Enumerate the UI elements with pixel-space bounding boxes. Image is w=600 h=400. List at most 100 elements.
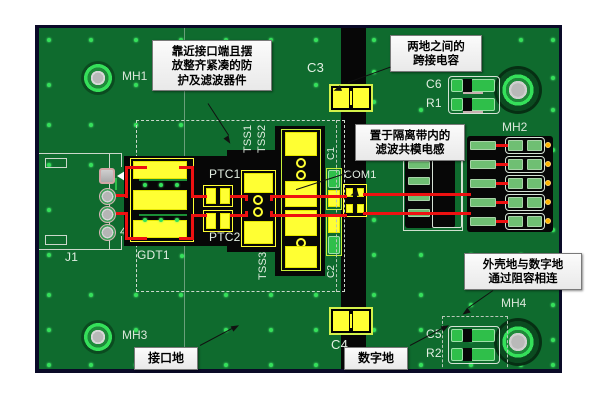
com1-outline [343,184,367,217]
c5-r2-area-outline [442,316,508,369]
trace-j1-a [116,194,128,197]
c6-pad-right [471,79,495,92]
via [175,183,179,187]
j1-pin3-pad [99,206,116,223]
trace-c1-com1 [331,195,347,198]
right-via [545,161,551,167]
via [89,123,93,127]
trace-gdt-dn [191,214,194,240]
trace-tss3-k-b [270,211,273,217]
via [47,293,51,297]
right-trace [496,182,508,185]
via [224,363,228,367]
right-via [545,218,551,224]
smd-pad [527,197,542,208]
trace-gdt-top [179,166,194,169]
mounting-hole-mh4 [494,318,542,366]
mounting-hole-mh2 [494,66,542,114]
via [269,363,273,367]
via [551,108,555,112]
c1-outline [326,168,342,210]
via [551,338,555,342]
c5-body [463,329,472,342]
r1-trace [463,111,483,113]
via [47,363,51,367]
mounting-hole-mh3 [81,320,115,354]
tss1-pad-top [285,132,317,156]
via [89,38,93,42]
callout-cross-ground-cap: 两地之间的 跨接电容 [390,35,482,72]
c3-designator: C3 [307,60,325,75]
via [89,163,93,167]
c2-pad-bot [328,236,340,254]
smd-pad [508,159,523,170]
c4-plate-right [353,311,369,331]
c4-bar-b [354,314,356,328]
callout-protection-filter: 靠近接口端且摆 放整齐紧凑的防 护及滤波器件 [152,40,272,92]
via [89,293,93,297]
gdt1-pad-3 [133,220,187,238]
smd-pad [508,216,523,227]
com1-pad-2 [357,188,364,197]
ptc1-pad-a [206,188,216,204]
mh2-label: MH2 [502,120,528,134]
c4-bar-a [350,314,352,328]
via [372,70,376,74]
callout-common-mode-choke: 置于隔离带内的 滤波共模电感 [355,124,465,161]
c1-pad-bot [328,190,340,207]
com1-pad-3 [346,204,353,213]
smd-pad [527,178,542,189]
mh1-label: MH1 [122,69,148,83]
tss3-coil-glyph [253,195,263,217]
via [469,303,473,307]
via [419,108,423,112]
via [180,254,184,258]
c5-r2-outline [448,326,500,364]
c6-body [463,79,472,92]
smd-pad [470,217,496,226]
tss1-pad-bot [285,181,317,207]
right-trace [496,201,508,204]
via [419,253,423,257]
tss1-designator: TSS1 [242,124,254,153]
via [47,123,51,127]
com1-pad-4 [357,204,364,213]
pcb-board: MH1 MH2 MH3 MH4 J1 4 [35,25,562,373]
gdt1-sep-bot [139,214,187,216]
pin4-label: 4 [120,226,126,238]
trace-right-long-b [363,212,471,215]
gdt1-designator: GDT1 [137,248,170,262]
smd-pad [508,197,523,208]
via [372,293,376,297]
via [519,38,523,42]
trace-tss-c2 [272,214,332,217]
tss3-outline [241,170,276,247]
via [469,363,473,367]
j1-latch-bottom [45,235,67,245]
gdt1-pad-2 [133,190,187,210]
c4-capacitor [329,307,373,335]
c3-plate-right [353,88,369,108]
tss2-pad-bot [285,246,317,268]
ptc1-designator: PTC1 [209,167,241,181]
c6-trace [463,92,483,94]
right-trace [496,144,508,147]
ptc2-pad-b [220,213,230,229]
r2-body [463,348,472,361]
smd-pad [527,140,542,151]
tss3-designator: TSS3 [257,251,269,280]
trace-bot-b [125,237,147,240]
gdt1-sep-top [139,179,187,181]
right-silk-frame [403,131,463,231]
j1-designator: J1 [65,250,79,264]
via [134,328,138,332]
via [47,328,51,332]
trace-top-a [125,166,147,169]
right-via [545,142,551,148]
trace-dn-b [125,212,128,240]
smd-pad [470,160,496,169]
tss2-designator: TSS2 [256,124,268,153]
tss3-pad-bot [244,221,273,244]
via [89,363,93,367]
right-trace [496,163,508,166]
